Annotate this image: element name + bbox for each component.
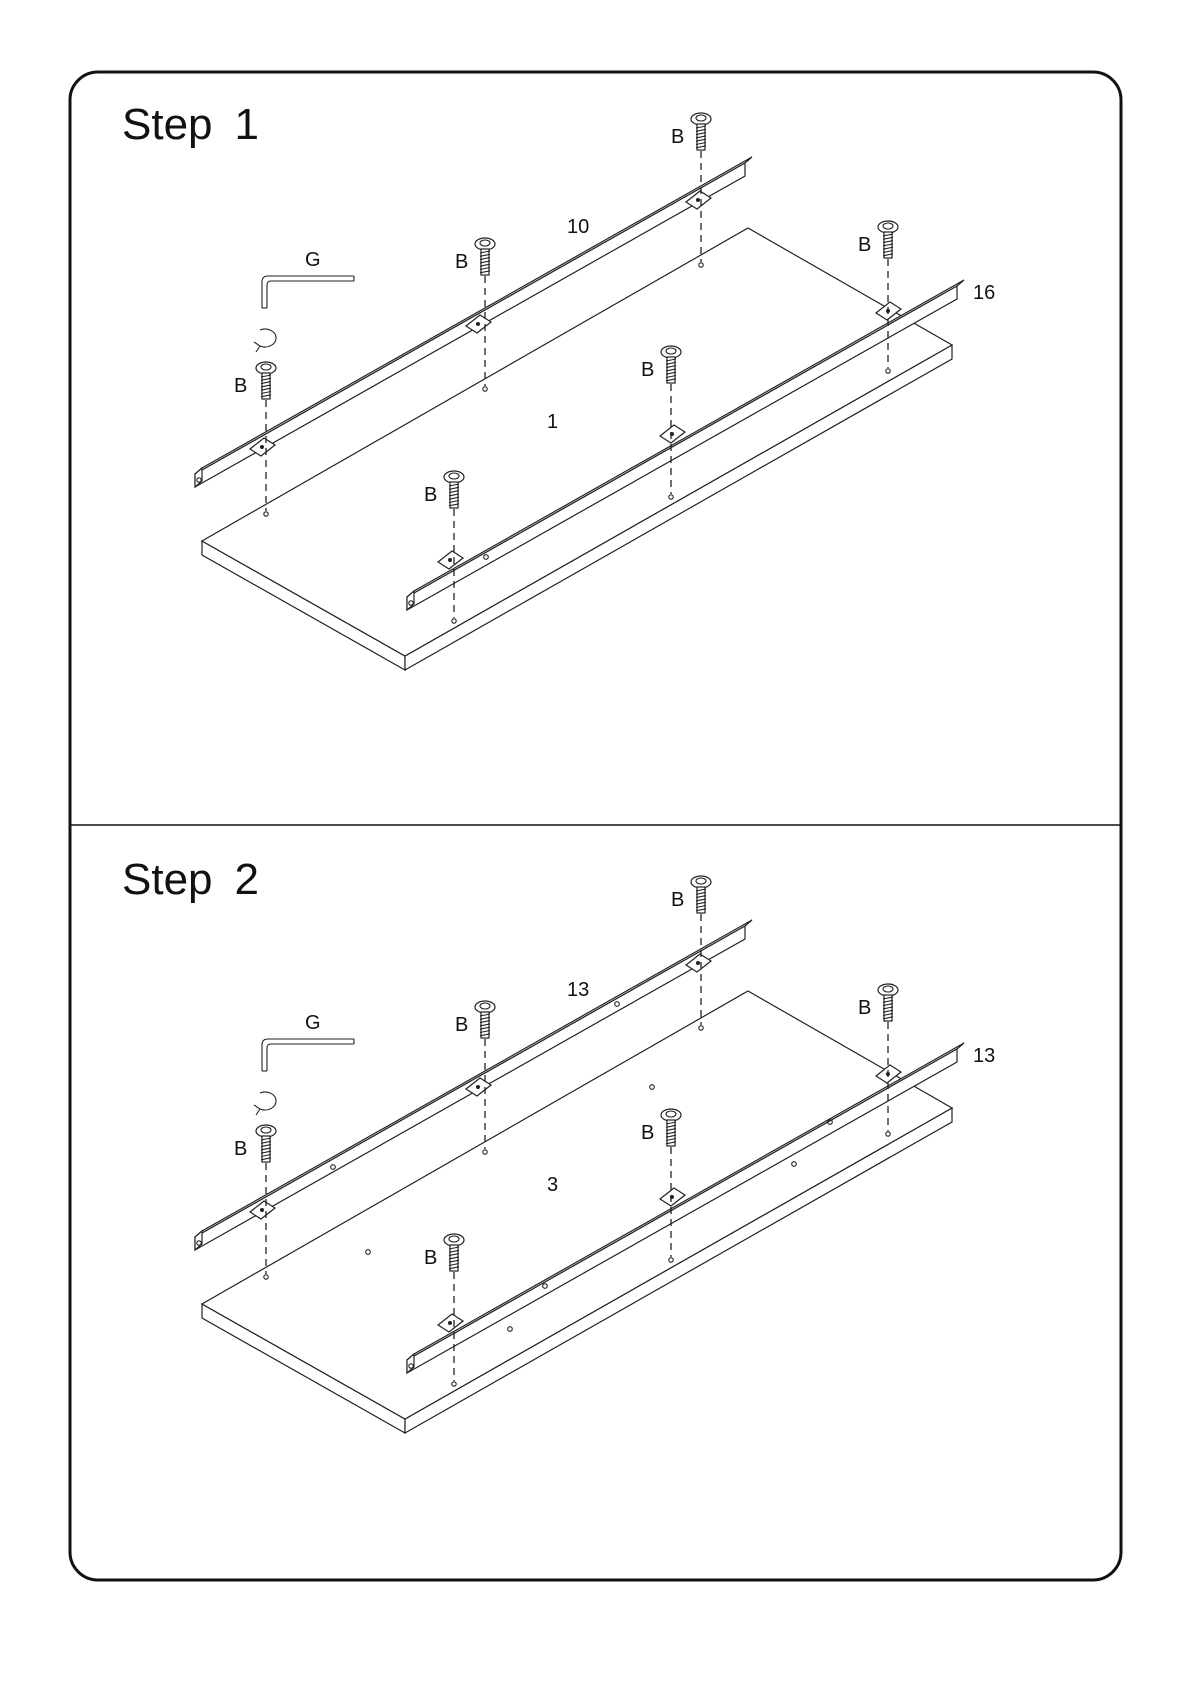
screw-label: B — [858, 234, 871, 256]
panel — [202, 991, 952, 1433]
step-2-title-word: Step — [122, 855, 213, 904]
rail-bottom-number: 13 — [973, 1045, 995, 1067]
screw-label: B — [455, 251, 468, 273]
panel-number: 1 — [547, 411, 558, 433]
rail-top-number: 13 — [567, 979, 589, 1001]
screw-label: B — [641, 359, 654, 381]
panel — [202, 228, 952, 670]
rotate-clockwise-icon — [254, 329, 276, 352]
allen-key-icon — [262, 1039, 354, 1071]
tool-label: G — [305, 1012, 321, 1034]
screw-label: B — [641, 1122, 654, 1144]
step-2-title: Step 2 — [122, 855, 259, 905]
screw-label: B — [671, 889, 684, 911]
step-1-title-word: Step — [122, 100, 213, 149]
screw-label: B — [234, 375, 247, 397]
screw-label: B — [234, 1138, 247, 1160]
step-1-title-number: 1 — [235, 100, 259, 149]
tool-label: G — [305, 249, 321, 271]
rail-top-number: 10 — [567, 216, 589, 238]
screw-label: B — [424, 1247, 437, 1269]
rail-bottom-number: 16 — [973, 282, 995, 304]
step-1-title: Step 1 — [122, 100, 259, 150]
allen-key-icon — [262, 276, 354, 308]
panel-number: 3 — [547, 1174, 558, 1196]
screw-label: B — [455, 1014, 468, 1036]
rotate-clockwise-icon — [254, 1092, 276, 1115]
screw-label: B — [858, 997, 871, 1019]
step-2-title-number: 2 — [235, 855, 259, 904]
page-border — [70, 72, 1121, 1580]
screw-label: B — [671, 126, 684, 148]
screw-label: B — [424, 484, 437, 506]
